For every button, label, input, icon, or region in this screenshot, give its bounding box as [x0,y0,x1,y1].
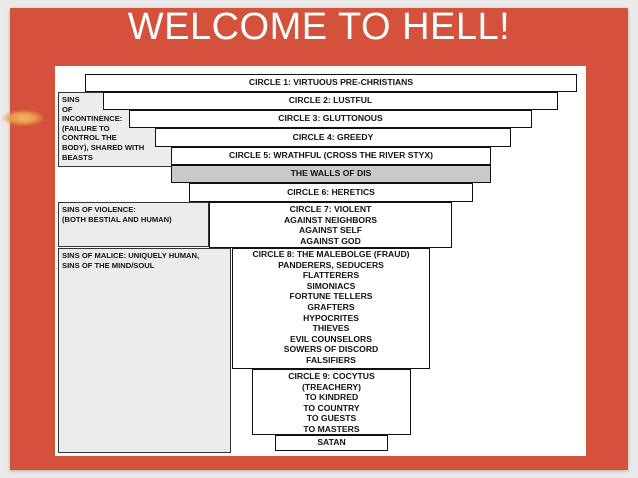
sins-of-violence-label: SINS OF VIOLENCE: (BOTH BESTIAL AND HUMA… [58,202,209,247]
diagram-panel: SINS OF INCONTINENCE: (FAILURE TO CONTRO… [55,66,586,456]
circle-3-box: CIRCLE 3: GLUTTONOUS [129,110,532,128]
sins-of-malice-label: SINS OF MALICE: UNIQUELY HUMAN, SINS OF … [58,248,231,453]
circle-6-box: CIRCLE 6: HERETICS [189,183,473,202]
circle-8-box: CIRCLE 8: THE MALEBOLGE (FRAUD) PANDERER… [232,248,430,369]
circle-2-box: CIRCLE 2: LUSTFUL [103,92,558,110]
paint-smudge [2,110,44,126]
circle-9-box: CIRCLE 9: COCYTUS (TREACHERY) TO KINDRED… [252,369,411,435]
circle-1-box: CIRCLE 1: VIRTUOUS PRE-CHRISTIANS [85,74,577,92]
slide-title: WELCOME TO HELL! [127,6,511,48]
satan-box: SATAN [275,435,388,451]
circle-5-box: CIRCLE 5: WRATHFUL (CROSS THE RIVER STYX… [171,147,491,165]
walls-of-dis-box: THE WALLS OF DIS [171,165,491,183]
circle-7-box: CIRCLE 7: VIOLENT AGAINST NEIGHBORS AGAI… [209,202,452,248]
circle-4-box: CIRCLE 4: GREEDY [155,128,511,147]
